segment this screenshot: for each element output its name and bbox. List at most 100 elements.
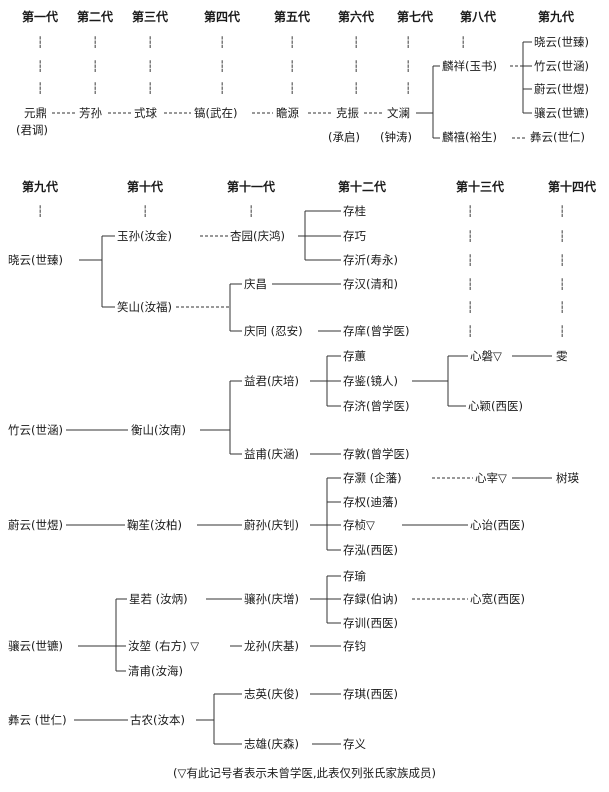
tick: ┆ [147, 82, 154, 95]
person-gao: 镐(武在) [194, 106, 237, 120]
person-yiyun-b: 彝云 (世仁) [8, 713, 67, 727]
header-gen-8: 第八代 [460, 9, 496, 24]
person-xiangsun: 骧孙(庆增) [244, 592, 299, 606]
person-xinyi: 心诒(西医) [470, 518, 525, 532]
gen9-persons: 晓云(世臻) 竹云(世涵) 蔚云(世煜) 骧云(世镳) 彝云 (世仁) [8, 253, 67, 727]
tick: ┆ [559, 254, 566, 267]
person-jusheng: 鞠苼(汝柏) [127, 518, 182, 532]
tick: ┆ [467, 205, 474, 218]
person-cunyi2: 存义 [343, 737, 366, 751]
person-cunyu: 存瑜 [343, 569, 366, 583]
person-cunji: 存济(曾学医) [343, 399, 409, 413]
person-cunjun: 存钧 [343, 639, 366, 653]
header-gen-6: 第六代 [338, 9, 374, 24]
bottom-headers: 第九代 第十代 第十一代 第十二代 第十三代 第十四代 [22, 179, 596, 194]
person-zhanyuan: 瞻源 [276, 106, 299, 120]
header-gen-3: 第三代 [132, 9, 168, 24]
tick: ┆ [37, 60, 44, 73]
header-gen-7: 第七代 [397, 9, 433, 24]
person-gunong: 古农(汝本) [130, 713, 185, 727]
person-xiangyun-b: 骧云(世镳) [8, 639, 63, 653]
person-yuanding: 元鼎 [24, 106, 47, 120]
person-cunhan: 存汉(清和) [343, 277, 398, 291]
gen11-persons: 杏园(庆鸿) 庆昌 庆同 (忍安) 益君(庆培) 益甫(庆涵) 蔚孙(庆钊) 骧… [230, 229, 303, 751]
person-xingyuan: 杏园(庆鸿) [230, 229, 285, 243]
tick: ┆ [37, 36, 44, 49]
person-cunhong: 存泓(西医) [343, 543, 398, 557]
person-shuying: 树瑛 [556, 471, 579, 485]
person-zhixiong: 志雄(庆森) [244, 737, 299, 751]
tick: ┆ [353, 82, 360, 95]
tick: ┆ [219, 60, 226, 73]
top-ticks: ┆ ┆ ┆ ┆ ┆ ┆ ┆ ┆ ┆ ┆ ┆ ┆ ┆ ┆ ┆ ┆ ┆ ┆ ┆ ┆ … [37, 36, 467, 95]
tick: ┆ [147, 36, 154, 49]
person-rujing: 汝堃 (右方) ▽ [128, 639, 199, 653]
person-kezhen-alias: (承启) [328, 130, 360, 144]
header-gen-13: 第十三代 [456, 179, 504, 194]
person-xiaoyun: 晓云(世臻) [534, 35, 589, 49]
tick: ┆ [248, 205, 255, 218]
header-gen-14: 第十四代 [548, 179, 596, 194]
top-persons: 元鼎 (君调) 芳孙 式球 镐(武在) 瞻源 克振 (承启) 文澜 (钟涛) 麟… [16, 35, 589, 144]
tick: ┆ [92, 60, 99, 73]
person-cunhao: 存灏 (企藩) [343, 471, 402, 485]
gen13-14-persons: 心磐▽ 心颖(西医) 心宰▽ 心诒(西医) 心宽(西医) 雯 树瑛 [468, 349, 579, 606]
header-gen-2: 第二代 [77, 9, 113, 24]
person-xingruo: 星若 (汝炳) [129, 592, 188, 606]
footnote: (▽有此记号者表示未曾学医,此表仅列张氏家族成员) [173, 766, 436, 780]
tick: ┆ [37, 205, 44, 218]
person-yifu: 益甫(庆涵) [244, 447, 299, 461]
person-fangsun: 芳孙 [79, 106, 102, 120]
header-gen-1: 第一代 [22, 9, 58, 24]
tick: ┆ [142, 205, 149, 218]
tick: ┆ [147, 60, 154, 73]
top-headers: 第一代 第二代 第三代 第四代 第五代 第六代 第七代 第八代 第九代 [22, 9, 574, 24]
tick: ┆ [559, 205, 566, 218]
person-yiyun: 彝云(世仁) [530, 130, 585, 144]
person-cunquan: 存权(迪藩) [343, 495, 398, 509]
person-xinying: 心颖(西医) [468, 399, 523, 413]
person-xinpan: 心磐▽ [470, 349, 502, 363]
person-cunqiao: 存巧 [343, 229, 366, 243]
tick: ┆ [289, 82, 296, 95]
header-gen-12: 第十二代 [338, 179, 386, 194]
person-hengshan: 衡山(汝南) [131, 423, 186, 437]
tick: ┆ [467, 325, 474, 338]
tick: ┆ [92, 82, 99, 95]
header-gen-4: 第四代 [204, 9, 240, 24]
person-yuanding-alias: (君调) [16, 123, 48, 137]
person-cunhui: 存蕙 [343, 349, 366, 363]
person-wen: 雯 [556, 349, 568, 363]
person-xiaoyun-b: 晓云(世臻) [8, 253, 63, 267]
person-weiyun: 蔚云(世煜) [534, 82, 589, 96]
tick: ┆ [460, 36, 467, 49]
person-wenlan-alias: (钟涛) [380, 130, 412, 144]
person-zhiying: 志英(庆俊) [244, 687, 299, 701]
person-kezhen: 克振 [336, 106, 359, 120]
tick: ┆ [405, 36, 412, 49]
person-linxiang: 麟祥(玉书) [442, 59, 497, 73]
gen12-persons: 存桂 存巧 存沂(寿永) 存汉(清和) 存庠(曾学医) 存蕙 存鉴(镜人) 存济… [343, 204, 409, 751]
tick: ┆ [405, 82, 412, 95]
tick: ┆ [559, 325, 566, 338]
person-qingtong: 庆同 (忍安) [244, 324, 303, 338]
gen10-persons: 玉孙(汝金) 笑山(汝福) 衡山(汝南) 鞠苼(汝柏) 星若 (汝炳) 汝堃 (… [117, 229, 199, 727]
person-cundun: 存敦(曾学医) [343, 447, 409, 461]
person-yijun: 益君(庆培) [244, 374, 299, 388]
person-cunjian: 存鉴(镜人) [343, 374, 398, 388]
person-cungui: 存桂 [343, 204, 366, 218]
person-cunyi: 存沂(寿永) [343, 253, 398, 267]
person-xiaoshan: 笑山(汝福) [117, 300, 172, 314]
person-zhuyun: 竹云(世涵) [534, 59, 589, 73]
tick: ┆ [92, 36, 99, 49]
tick: ┆ [467, 301, 474, 314]
tick: ┆ [405, 60, 412, 73]
person-xiangyun: 骧云(世镳) [534, 106, 589, 120]
tick: ┆ [219, 36, 226, 49]
tick: ┆ [219, 82, 226, 95]
person-longsun: 龙孙(庆基) [244, 639, 299, 653]
tick: ┆ [353, 36, 360, 49]
tick: ┆ [289, 60, 296, 73]
person-xinzai: 心宰▽ [475, 471, 507, 485]
